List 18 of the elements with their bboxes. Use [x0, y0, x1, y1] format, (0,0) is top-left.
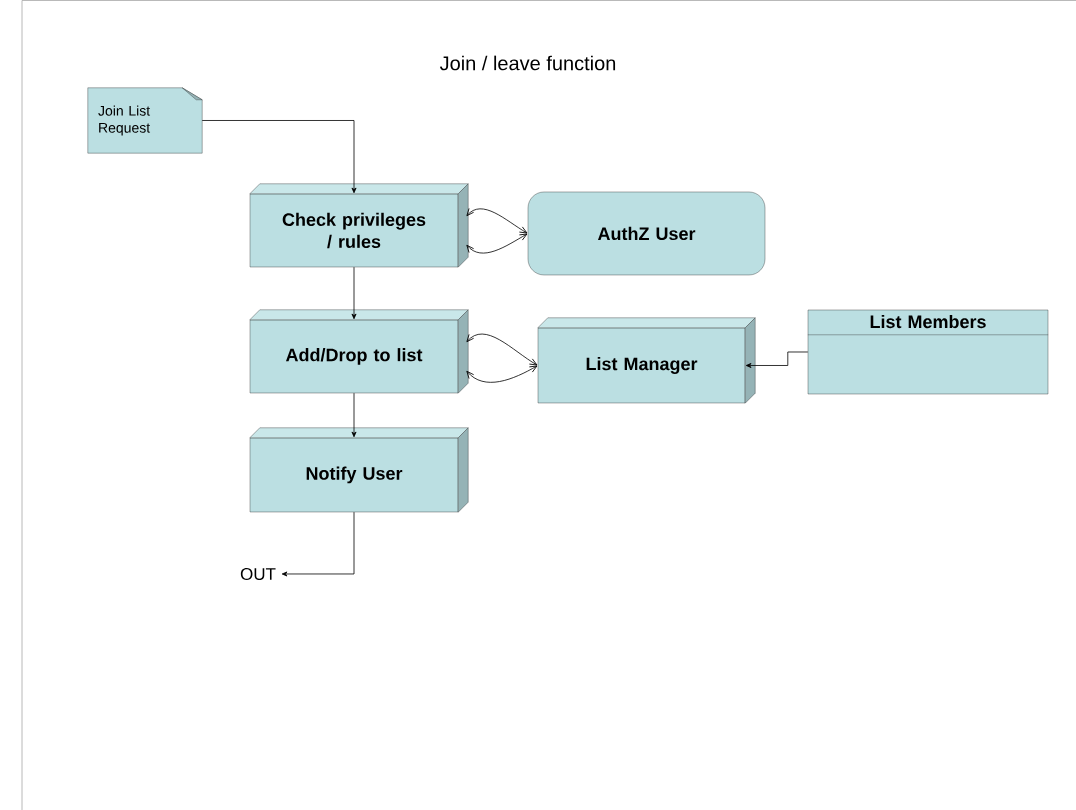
arrow — [745, 351, 809, 368]
arrow — [466, 208, 528, 234]
process-box: List Manager — [537, 317, 756, 404]
output-label: OUT — [240, 567, 276, 580]
arrow — [466, 333, 538, 366]
note-box: Join List Request — [87, 87, 203, 154]
process-box: Add/Drop to list — [249, 309, 469, 394]
process-box: Check privileges / rules — [249, 183, 469, 268]
arrow — [351, 392, 357, 438]
process-box: Notify User — [249, 427, 469, 513]
arrow — [281, 511, 355, 577]
arrow — [201, 120, 357, 194]
title: Join / leave function — [439, 55, 616, 71]
table-box: List Members — [807, 309, 1049, 395]
rounded-box: AuthZ User — [527, 191, 766, 276]
arrow — [466, 365, 538, 383]
arrow — [466, 233, 528, 254]
arrow — [351, 266, 357, 320]
